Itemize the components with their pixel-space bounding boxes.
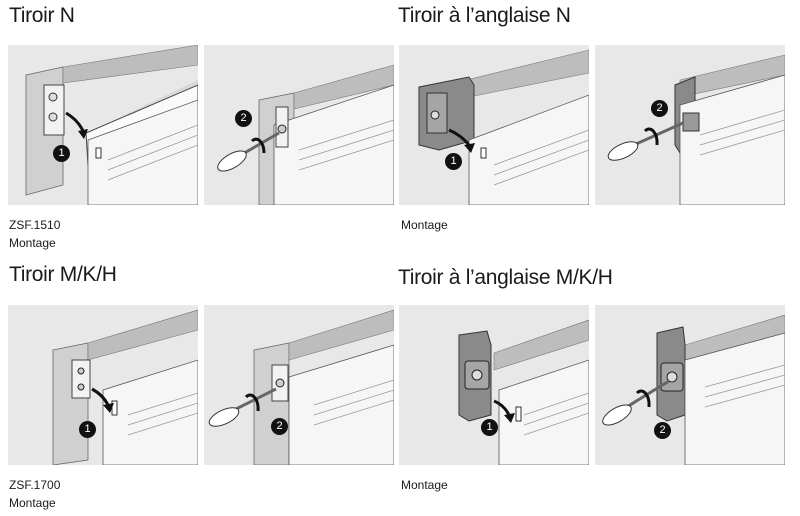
step-badge: 1 [53, 145, 70, 162]
caption-line: ZSF.1700 [9, 478, 61, 492]
section-title-tiroir-mkh: Tiroir M/K/H [9, 263, 117, 286]
illustration-tiroir-mkh-step-2: 2 [204, 305, 394, 465]
caption-tiroir-n: ZSF.1510 Montage [9, 216, 60, 252]
step-badge: 2 [651, 100, 668, 117]
illustration-tiroir-anglaise-mkh-step-1: 1 [399, 305, 589, 465]
caption-line: ZSF.1510 [9, 218, 61, 232]
screwdriver-icon [602, 379, 670, 426]
screwdriver-icon [217, 131, 280, 172]
step-badge: 2 [654, 422, 671, 439]
caption-line: Montage [9, 236, 56, 250]
step-badge: 1 [445, 153, 462, 170]
illustration-tiroir-anglaise-mkh-step-2: 2 [595, 305, 785, 465]
illustration-tiroir-mkh-step-1: 1 [8, 305, 198, 465]
screwdriver-icon [607, 121, 684, 161]
caption-tiroir-mkh: ZSF.1700 Montage [9, 476, 60, 512]
caption-line: Montage [401, 478, 448, 492]
illustration-tiroir-n-step-1: 1 [8, 45, 198, 205]
illustration-tiroir-anglaise-n-step-2: 2 [595, 45, 785, 205]
step-badge: 2 [235, 110, 252, 127]
illustration-tiroir-anglaise-n-step-1: 1 [399, 45, 589, 205]
screwdriver-icon [208, 387, 277, 427]
step-badge: 1 [79, 421, 96, 438]
section-title-tiroir-n: Tiroir N [9, 4, 75, 27]
illustration-tiroir-n-step-2: 2 [204, 45, 394, 205]
caption-tiroir-anglaise-n: Montage [401, 216, 448, 234]
step-badge: 1 [481, 419, 498, 436]
caption-line: Montage [9, 496, 56, 510]
section-title-tiroir-anglaise-n: Tiroir à l’anglaise N [398, 4, 571, 27]
caption-line: Montage [401, 218, 448, 232]
caption-tiroir-anglaise-mkh: Montage [401, 476, 448, 494]
section-title-tiroir-anglaise-mkh: Tiroir à l’anglaise M/K/H [398, 266, 613, 289]
step-badge: 2 [271, 418, 288, 435]
